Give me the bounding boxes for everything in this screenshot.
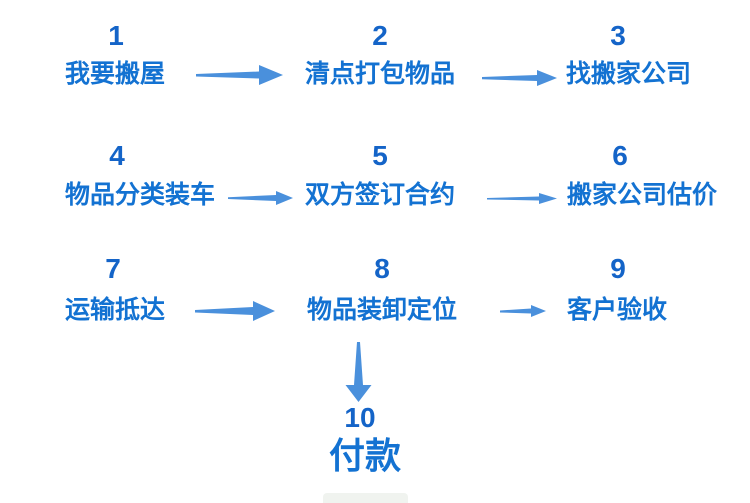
step-10-label: 付款 bbox=[328, 435, 402, 476]
step-6-label: 搬家公司估价 bbox=[567, 181, 718, 209]
step-4-label: 物品分类装车 bbox=[65, 181, 216, 209]
step-1-number: 1 bbox=[108, 20, 124, 51]
step-1-label: 我要搬屋 bbox=[65, 60, 166, 88]
step-8-label: 物品装卸定位 bbox=[307, 296, 458, 324]
step-3-label: 找搬家公司 bbox=[566, 60, 692, 88]
arrow-step4-to-step5-icon bbox=[228, 191, 293, 205]
step-5-label: 双方签订合约 bbox=[305, 181, 456, 209]
step-3-number: 3 bbox=[610, 20, 626, 51]
step-7-label: 运输抵达 bbox=[65, 296, 166, 324]
step-2-label: 清点打包物品 bbox=[305, 60, 456, 88]
arrow-step8-to-step9-icon bbox=[500, 305, 546, 317]
step-8-number: 8 bbox=[374, 253, 390, 284]
arrow-step8-to-step10-icon bbox=[345, 342, 372, 402]
step-2-number: 2 bbox=[372, 20, 388, 51]
step-9-label: 客户验收 bbox=[567, 296, 668, 324]
arrow-step7-to-step8-icon bbox=[195, 301, 275, 321]
arrow-step2-to-step3-icon bbox=[482, 70, 557, 86]
arrow-step5-to-step6-icon bbox=[487, 193, 557, 204]
step-5-number: 5 bbox=[372, 140, 388, 171]
step-10-number: 10 bbox=[344, 402, 376, 433]
step-4-number: 4 bbox=[109, 140, 125, 171]
step-7-number: 7 bbox=[105, 253, 121, 284]
step-9-number: 9 bbox=[610, 253, 626, 284]
step-6-number: 6 bbox=[612, 140, 628, 171]
arrow-step1-to-step2-icon bbox=[196, 65, 283, 85]
cutoff-shape-bottom bbox=[323, 493, 408, 503]
